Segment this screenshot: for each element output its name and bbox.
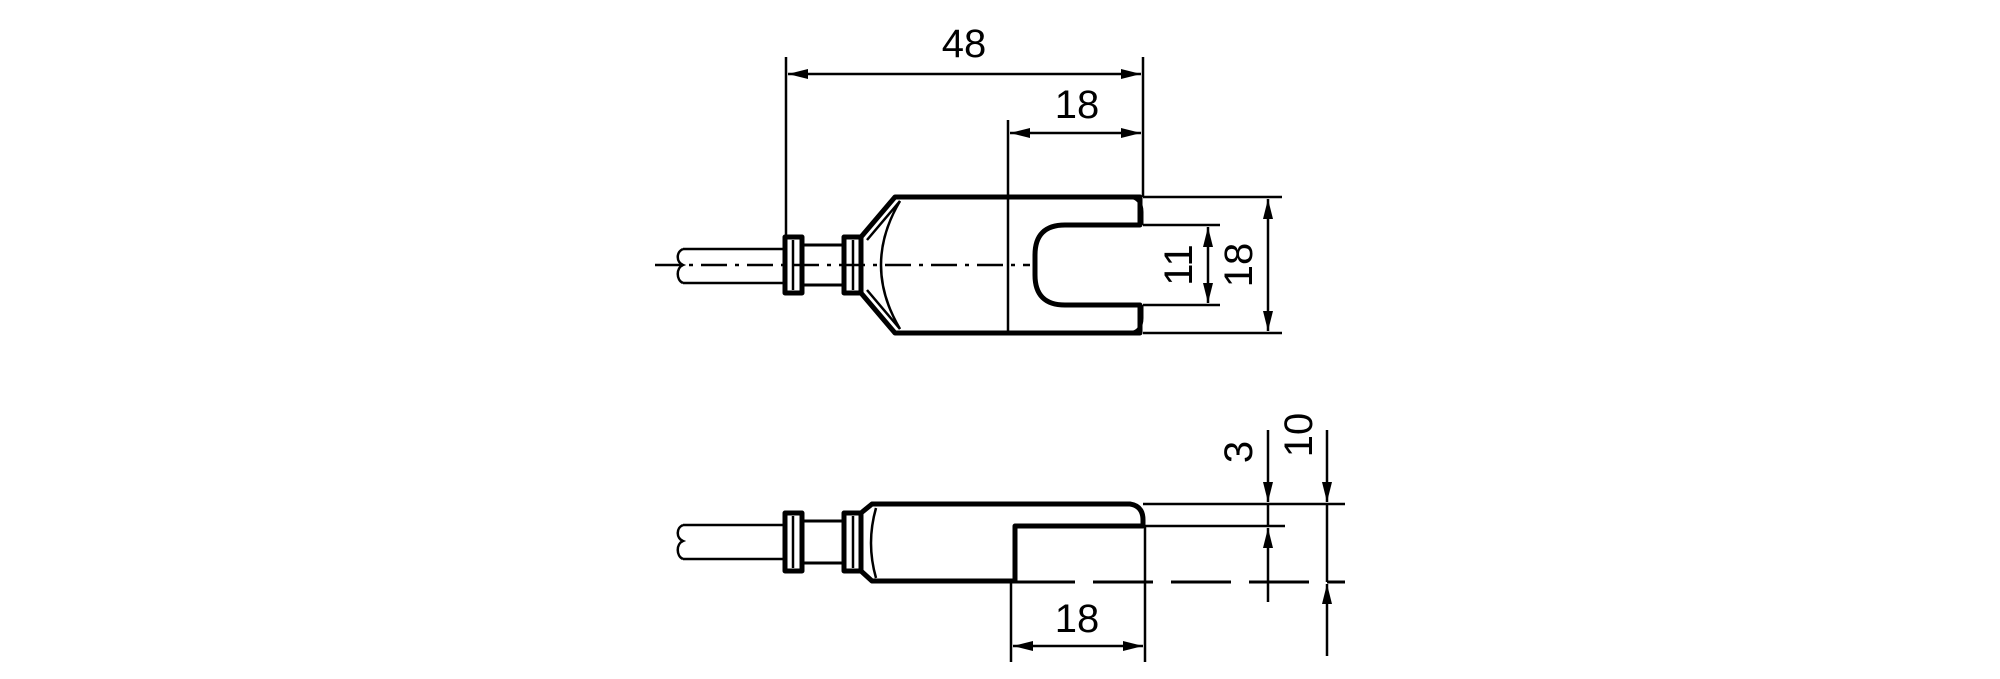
fork-body-side	[859, 501, 1146, 584]
dimension-overall-length: 48	[942, 22, 987, 66]
dimension-overall-height: 10	[1277, 413, 1321, 458]
cable-gland	[782, 234, 864, 296]
fork-body	[859, 194, 1144, 336]
cable	[676, 247, 785, 285]
dimension-slot-depth-side: 18	[1055, 597, 1100, 641]
cable-gland-side	[782, 510, 864, 574]
dimension-overall-width: 18	[1217, 243, 1261, 288]
dimension-slot-width: 11	[1157, 244, 1201, 286]
dimension-slot-depth-top: 18	[1055, 83, 1100, 127]
side-view: 18 3 10	[676, 413, 1345, 662]
cable-side	[676, 523, 785, 561]
top-view: 48 18 11 18	[655, 22, 1282, 336]
dimension-top-thickness: 3	[1217, 441, 1261, 463]
